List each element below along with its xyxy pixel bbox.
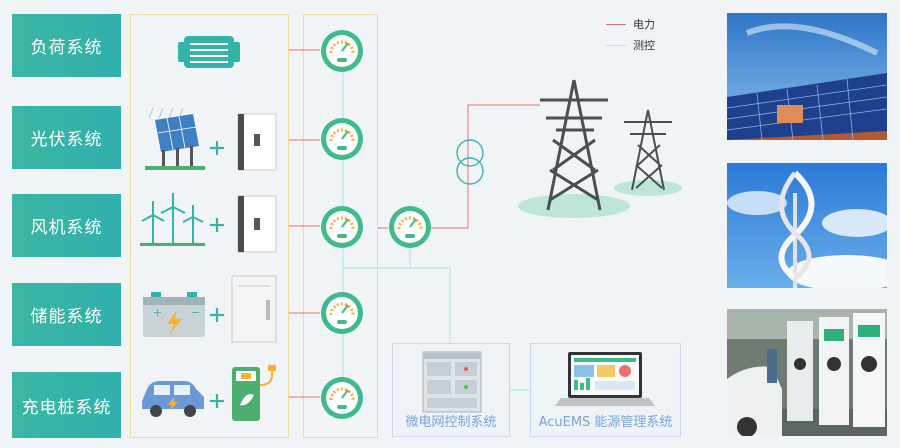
- transformer-icon: [456, 139, 484, 185]
- meter-icon: [321, 292, 363, 334]
- rooftop-solar-image: [727, 13, 887, 140]
- vertical-wind-turbine-image: [727, 163, 887, 288]
- control-legend-label: 测控: [633, 39, 655, 52]
- wind-turbine-icon: [140, 193, 205, 246]
- plus-icons: [210, 141, 224, 408]
- power-legend-label: 电力: [633, 18, 655, 31]
- storage-system-button[interactable]: 储能系统: [12, 283, 121, 346]
- load-icon: [178, 36, 240, 68]
- acuems-label: AcuEMS 能源管理系统: [538, 415, 673, 430]
- svg-text:−: −: [191, 306, 200, 319]
- meter-icon: [389, 206, 431, 248]
- switchgear-icon: [422, 351, 482, 413]
- wind-system-label: 风机系统: [30, 218, 103, 238]
- inverter-icon: [237, 113, 277, 171]
- meter-icon: [321, 118, 363, 160]
- charging-station-image: [727, 309, 887, 436]
- storage-system-label: 储能系统: [30, 307, 103, 327]
- laptop-icon: [555, 352, 655, 406]
- battery-icon: +−: [143, 292, 205, 337]
- svg-text:+: +: [153, 306, 162, 319]
- charging-system-button[interactable]: 充电桩系统: [12, 372, 121, 438]
- load-system-button[interactable]: 负荷系统: [12, 14, 121, 77]
- control-legend-line: [606, 45, 626, 46]
- microgrid-control-system[interactable]: 微电网控制系统: [392, 343, 510, 437]
- acuems-system[interactable]: AcuEMS 能源管理系统: [530, 343, 681, 437]
- meter-icon: [321, 206, 363, 248]
- transmission-tower-icon: [614, 109, 682, 196]
- solar-panel-icon: [145, 107, 205, 170]
- storage-cabinet-icon: [231, 275, 277, 343]
- pv-system-label: 光伏系统: [30, 130, 103, 150]
- charging-system-label: 充电桩系统: [21, 397, 112, 418]
- power-lines: [289, 49, 540, 398]
- meter-icon: [321, 377, 363, 419]
- ev-car-icon: [142, 381, 204, 417]
- power-legend-line: [606, 24, 626, 25]
- charging-pile-icon: [232, 365, 276, 421]
- pv-system-button[interactable]: 光伏系统: [12, 106, 121, 169]
- wind-system-button[interactable]: 风机系统: [12, 194, 121, 257]
- microgrid-control-label: 微电网控制系统: [405, 415, 497, 430]
- device-panel: [130, 14, 289, 438]
- vertical-wind-turbine-photo: [727, 163, 887, 288]
- meter-icon: [321, 30, 363, 72]
- rooftop-solar-photo: [727, 13, 887, 140]
- inverter-icon: [237, 195, 277, 253]
- meter-icons: [321, 30, 431, 419]
- load-system-label: 负荷系统: [30, 38, 103, 58]
- charging-station-photo: [727, 309, 887, 436]
- transmission-tower-icon: [518, 79, 630, 218]
